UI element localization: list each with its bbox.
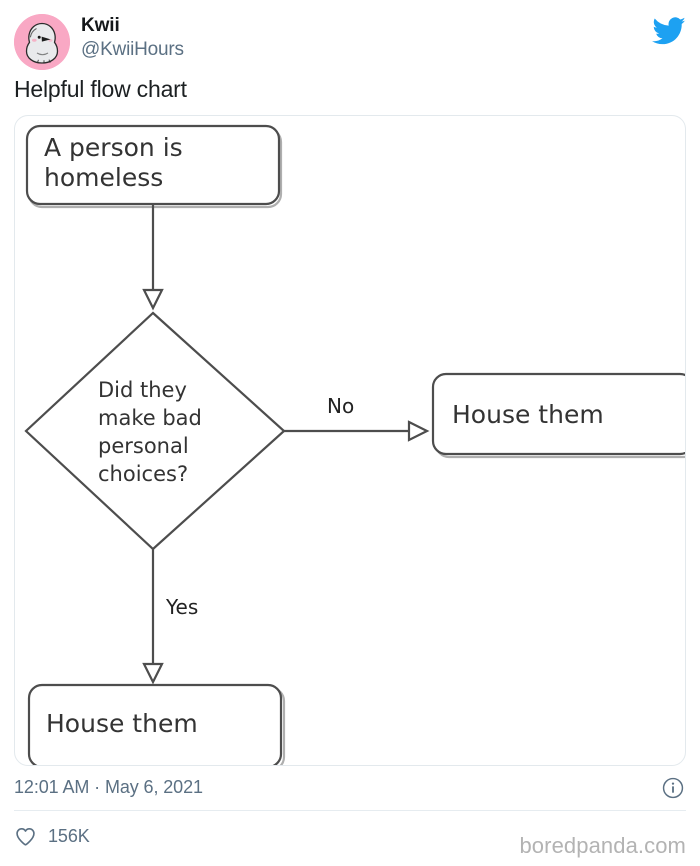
flow-node-house-no: House them (431, 372, 685, 458)
flow-node-start: A person is homeless (25, 124, 283, 208)
account-handle: @KwiiHours (81, 39, 184, 61)
account-name-block: Kwii @KwiiHours (81, 14, 184, 62)
display-name: Kwii (81, 15, 120, 36)
like-count: 156K (48, 826, 90, 847)
twitter-bird-icon (652, 14, 686, 48)
meta-divider (14, 809, 686, 811)
flow-node-start-line2: homeless (44, 163, 163, 192)
flow-node-decision-line1: Did they (98, 378, 187, 402)
flow-edge-label-yes: Yes (165, 595, 198, 619)
flow-node-decision-line3: personal (98, 434, 189, 458)
flow-node-decision: Did they make bad personal choices? (24, 311, 286, 551)
flow-node-house-yes-label: House them (46, 709, 198, 738)
flowchart-canvas: .nshape { fill:#ffffff; stroke:#4d4d4d; … (15, 116, 685, 765)
tweet-text: Helpful flow chart (14, 76, 187, 102)
heart-icon[interactable] (14, 825, 37, 848)
boredpanda-watermark: boredpanda.com (519, 832, 686, 858)
info-icon[interactable] (662, 777, 684, 799)
avatar[interactable] (14, 14, 70, 70)
flow-node-house-no-label: House them (452, 400, 604, 429)
flow-edge-yes: Yes (142, 548, 198, 685)
flow-edge-no: No (284, 394, 430, 442)
flow-node-decision-line2: make bad (98, 406, 202, 430)
flow-edge-label-no: No (327, 394, 354, 418)
tweet-engagement-row: 156K boredpanda.com (14, 811, 686, 863)
flow-edge-start-to-decision (142, 203, 164, 311)
tweet-header: Kwii @KwiiHours (14, 0, 686, 72)
flow-node-decision-line4: choices? (98, 462, 188, 486)
tweet-media-flowchart[interactable]: .nshape { fill:#ffffff; stroke:#4d4d4d; … (14, 114, 686, 766)
flow-node-house-yes: House them (27, 683, 286, 765)
tweet-timestamp: 12:01 AM · May 6, 2021 (14, 777, 203, 798)
tweet-meta-row: 12:01 AM · May 6, 2021 (14, 766, 686, 810)
flow-node-start-line1: A person is (44, 133, 183, 162)
